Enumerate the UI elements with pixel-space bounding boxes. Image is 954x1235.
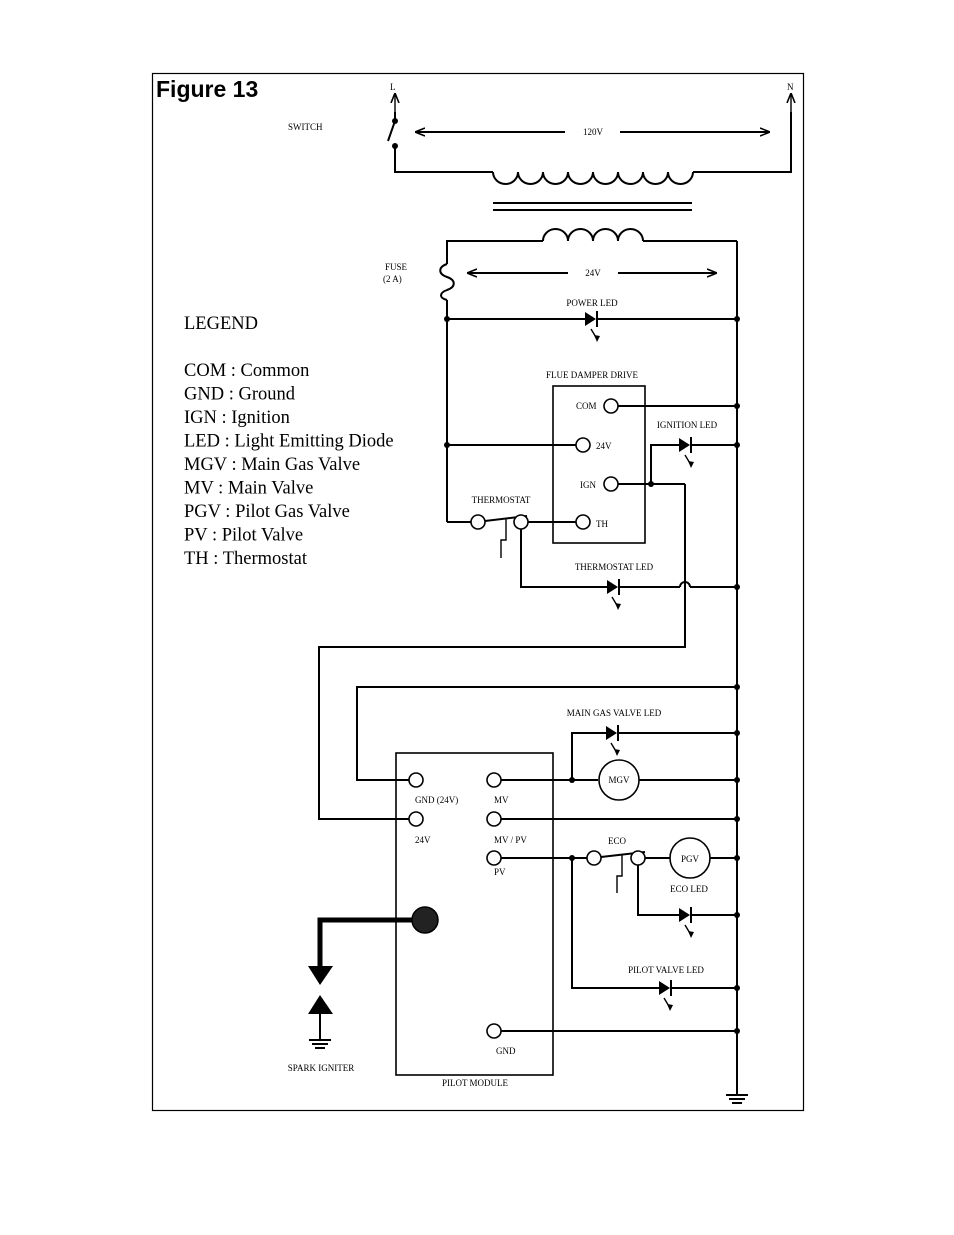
figure-title: Figure 13 xyxy=(156,76,258,102)
pilot-module-label: PILOT MODULE xyxy=(442,1078,509,1088)
eco-led-label: ECO LED xyxy=(670,884,708,894)
switch-blade xyxy=(387,120,396,142)
secondary-circuit: FUSE (2 A) 24V xyxy=(383,228,748,1104)
legend-item: IGN : Ignition xyxy=(184,408,290,428)
pilot-valve-led: PILOT VALVE LED xyxy=(571,858,737,1011)
fdd-th-label: TH xyxy=(596,519,608,529)
legend-item: LED : Light Emitting Diode xyxy=(184,432,394,452)
mgv-label: MGV xyxy=(608,775,630,785)
primary-circuit: L N SWITCH 120V xyxy=(288,82,794,211)
pilot-valve-led-label: PILOT VALVE LED xyxy=(628,965,704,975)
fdd-com-terminal xyxy=(603,398,619,414)
thermostat-led: THERMOSTAT LED xyxy=(520,529,737,610)
fuse-label: FUSE xyxy=(385,262,408,272)
legend-item: MV : Main Valve xyxy=(184,479,313,499)
gnd-24v-terminal xyxy=(408,772,424,788)
gnd-24v-label: GND (24V) xyxy=(415,795,458,805)
power-led-label: POWER LED xyxy=(566,298,618,308)
line-label: L xyxy=(390,82,396,92)
eco-switch: ECO xyxy=(586,836,646,893)
legend-item: PGV : Pilot Gas Valve xyxy=(184,502,350,522)
eco-label: ECO xyxy=(608,836,627,846)
flue-damper-drive: FLUE DAMPER DRIVE COM 24V IGN TH xyxy=(546,370,646,544)
voltage-24v-label: 24V xyxy=(585,268,601,278)
fdd-24v-label: 24V xyxy=(596,441,612,451)
mv-pv-label: MV / PV xyxy=(494,835,527,845)
main-gas-valve-led-label: MAIN GAS VALVE LED xyxy=(567,708,662,718)
spark-terminal xyxy=(411,906,439,934)
legend-item: PV : Pilot Valve xyxy=(184,526,303,546)
pv-label: PV xyxy=(494,867,506,877)
legend-item: COM : Common xyxy=(184,361,309,381)
fdd-th-terminal xyxy=(575,514,591,530)
eco-led: ECO LED xyxy=(637,865,737,938)
legend-item: TH : Thermostat xyxy=(184,549,308,569)
voltage-120v-label: 120V xyxy=(583,127,604,137)
pilot-module: PILOT MODULE GND (24V) 24V MV MV / PV PV… xyxy=(395,752,554,1088)
spark-igniter-label: SPARK IGNITER xyxy=(288,1063,354,1073)
power-led: POWER LED xyxy=(447,298,737,342)
legend-item: MGV : Main Gas Valve xyxy=(184,455,360,475)
gnd-label: GND xyxy=(496,1046,516,1056)
pm-24v-label: 24V xyxy=(415,835,431,845)
legend-title: LEGEND xyxy=(184,314,258,334)
pgv-label: PGV xyxy=(681,854,700,864)
pm-24v-terminal xyxy=(408,811,424,827)
thermostat-label: THERMOSTAT xyxy=(472,495,531,505)
secondary-coil xyxy=(542,228,644,242)
fdd-24v-terminal xyxy=(575,437,591,453)
fuse-rating-label: (2 A) xyxy=(383,274,402,284)
fdd-ign-terminal xyxy=(603,476,619,492)
ignition-led: IGNITION LED xyxy=(650,420,737,484)
figure-frame xyxy=(151,72,805,1112)
ignition-led-label: IGNITION LED xyxy=(657,420,718,430)
legend-item: GND : Ground xyxy=(184,385,296,405)
neutral-label: N xyxy=(787,82,794,92)
mv-label: MV xyxy=(494,795,509,805)
mv-pv-terminal xyxy=(486,811,502,827)
main-gas-valve-led: MAIN GAS VALVE LED xyxy=(567,708,737,780)
spark-igniter: SPARK IGNITER xyxy=(288,906,439,1073)
pv-terminal xyxy=(486,850,502,866)
switch-label: SWITCH xyxy=(288,122,323,132)
legend: LEGEND COM : Common GND : Ground IGN : I… xyxy=(184,314,394,569)
flue-damper-drive-label: FLUE DAMPER DRIVE xyxy=(546,370,639,380)
mv-terminal xyxy=(486,772,502,788)
gnd-terminal xyxy=(486,1023,502,1039)
primary-coil xyxy=(492,171,694,185)
main-gas-valve: MGV xyxy=(598,759,737,801)
fdd-com-label: COM xyxy=(576,401,597,411)
thermostat: THERMOSTAT xyxy=(447,495,576,558)
pilot-gas-valve: PGV xyxy=(645,837,737,879)
thermostat-led-label: THERMOSTAT LED xyxy=(575,562,654,572)
fdd-ign-label: IGN xyxy=(580,480,596,490)
fuse-symbol xyxy=(439,263,455,301)
